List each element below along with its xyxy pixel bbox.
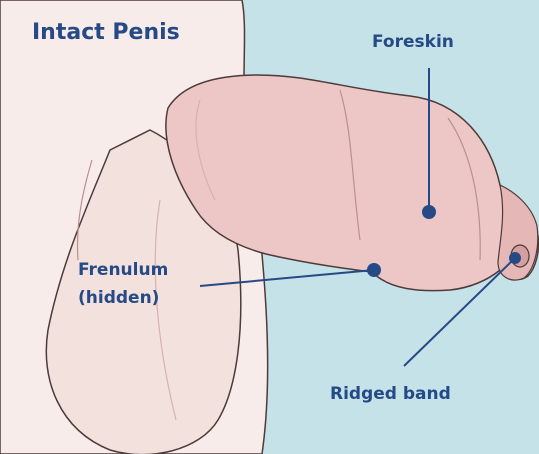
ridged-band-label: Ridged band xyxy=(330,384,451,404)
foreskin-label: Foreskin xyxy=(372,32,454,52)
frenulum-label-line1: Frenulum xyxy=(78,256,168,284)
frenulum-marker xyxy=(367,263,381,277)
frenulum-label-line2: (hidden) xyxy=(78,284,168,312)
frenulum-label: Frenulum (hidden) xyxy=(78,256,168,312)
foreskin-marker xyxy=(422,205,436,219)
ridged-band-marker xyxy=(509,252,521,264)
page-title: Intact Penis xyxy=(32,20,180,45)
